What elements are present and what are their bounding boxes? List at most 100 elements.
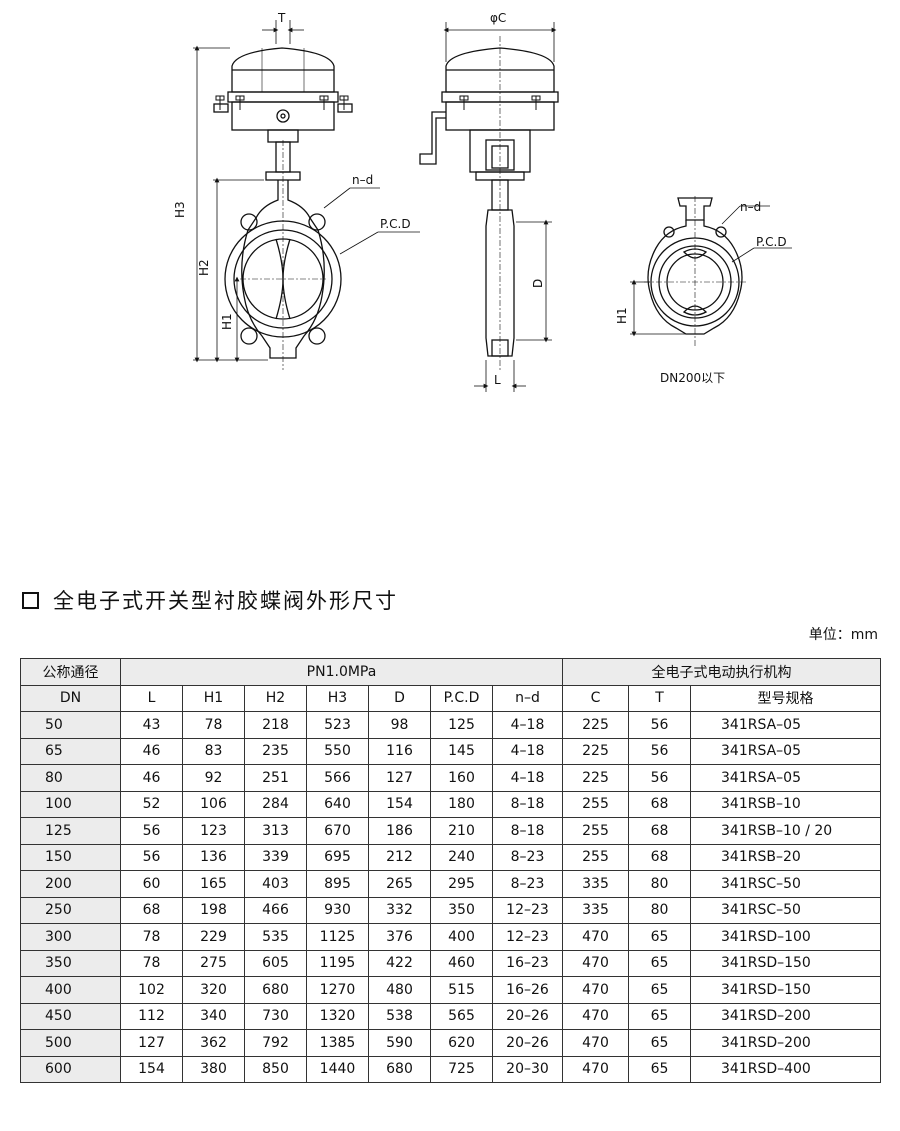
model-cell: 341RSA–05 xyxy=(690,737,881,765)
dn-cell: 125 xyxy=(20,817,121,845)
table-cell: 68 xyxy=(628,817,691,845)
column-header: C xyxy=(562,684,629,712)
table-cell: 210 xyxy=(430,817,493,845)
table-cell: 340 xyxy=(182,1002,245,1030)
dn-cell: 65 xyxy=(20,737,121,765)
side-view-drawing xyxy=(419,36,559,370)
table-cell: 380 xyxy=(182,1055,245,1083)
table-cell: 16–23 xyxy=(492,949,563,977)
table-cell: 160 xyxy=(430,764,493,792)
table-cell: 125 xyxy=(430,711,493,739)
dim-label-phi-c: φC xyxy=(490,11,506,25)
table-cell: 65 xyxy=(628,1029,691,1057)
model-cell: 341RSA–05 xyxy=(690,711,881,739)
table-cell: 46 xyxy=(120,737,183,765)
section-heading: 全电子式开关型衬胶蝶阀外形尺寸 xyxy=(22,585,398,615)
table-cell: 198 xyxy=(182,896,245,924)
table-cell: 68 xyxy=(628,843,691,871)
column-header: H2 xyxy=(244,684,307,712)
table-cell: 229 xyxy=(182,923,245,951)
table-cell: 460 xyxy=(430,949,493,977)
table-cell: 850 xyxy=(244,1055,307,1083)
header-nominal-diameter: 公称通径 xyxy=(20,658,121,686)
table-cell: 403 xyxy=(244,870,307,898)
table-cell: 60 xyxy=(120,870,183,898)
table-cell: 212 xyxy=(368,843,431,871)
table-cell: 313 xyxy=(244,817,307,845)
table-cell: 98 xyxy=(368,711,431,739)
table-cell: 695 xyxy=(306,843,369,871)
table-cell: 20–30 xyxy=(492,1055,563,1083)
table-cell: 680 xyxy=(244,976,307,1004)
table-cell: 284 xyxy=(244,790,307,818)
dim-label-h3: H3 xyxy=(173,201,187,218)
table-cell: 80 xyxy=(628,896,691,924)
table-header-row-2: DN L H1 H2 H3 D P.C.D n–d C T 型号规格 xyxy=(20,684,881,712)
table-cell: 1195 xyxy=(306,949,369,977)
table-cell: 56 xyxy=(628,737,691,765)
table-cell: 480 xyxy=(368,976,431,1004)
table-cell: 275 xyxy=(182,949,245,977)
table-cell: 116 xyxy=(368,737,431,765)
table-cell: 20–26 xyxy=(492,1002,563,1030)
front-view-drawing xyxy=(213,47,353,370)
table-cell: 565 xyxy=(430,1002,493,1030)
header-actuator: 全电子式电动执行机构 xyxy=(562,658,881,686)
table-cell: 605 xyxy=(244,949,307,977)
table-cell: 251 xyxy=(244,764,307,792)
dn-cell: 200 xyxy=(20,870,121,898)
table-cell: 1270 xyxy=(306,976,369,1004)
table-cell: 65 xyxy=(628,1002,691,1030)
table-cell: 895 xyxy=(306,870,369,898)
table-cell: 112 xyxy=(120,1002,183,1030)
table-cell: 295 xyxy=(430,870,493,898)
table-cell: 422 xyxy=(368,949,431,977)
table-cell: 127 xyxy=(368,764,431,792)
table-cell: 320 xyxy=(182,976,245,1004)
table-cell: 136 xyxy=(182,843,245,871)
table-cell: 792 xyxy=(244,1029,307,1057)
dn-cell: 350 xyxy=(20,949,121,977)
table-cell: 670 xyxy=(306,817,369,845)
dn-cell: 50 xyxy=(20,711,121,739)
table-cell: 68 xyxy=(120,896,183,924)
model-cell: 341RSB–10 xyxy=(690,790,881,818)
table-cell: 1440 xyxy=(306,1055,369,1083)
table-cell: 78 xyxy=(120,949,183,977)
dim-label-nd-small: n–d xyxy=(740,200,761,214)
table-cell: 335 xyxy=(562,896,629,924)
table-cell: 4–18 xyxy=(492,711,563,739)
table-cell: 68 xyxy=(628,790,691,818)
table-cell: 56 xyxy=(628,764,691,792)
table-cell: 265 xyxy=(368,870,431,898)
model-cell: 341RSD–150 xyxy=(690,949,881,977)
table-cell: 106 xyxy=(182,790,245,818)
table-cell: 470 xyxy=(562,1055,629,1083)
table-cell: 12–23 xyxy=(492,923,563,951)
dim-label-l: L xyxy=(494,373,501,387)
table-cell: 127 xyxy=(120,1029,183,1057)
table-cell: 590 xyxy=(368,1029,431,1057)
table-cell: 332 xyxy=(368,896,431,924)
model-cell: 341RSD–200 xyxy=(690,1002,881,1030)
table-cell: 620 xyxy=(430,1029,493,1057)
column-header: 型号规格 xyxy=(690,684,881,712)
table-cell: 180 xyxy=(430,790,493,818)
table-cell: 470 xyxy=(562,949,629,977)
table-cell: 8–23 xyxy=(492,843,563,871)
model-cell: 341RSD–400 xyxy=(690,1055,881,1083)
dn-cell: 250 xyxy=(20,896,121,924)
table-cell: 83 xyxy=(182,737,245,765)
model-cell: 341RSC–50 xyxy=(690,870,881,898)
table-cell: 78 xyxy=(120,923,183,951)
table-cell: 255 xyxy=(562,790,629,818)
table-cell: 680 xyxy=(368,1055,431,1083)
table-cell: 56 xyxy=(628,711,691,739)
dim-label-h2: H2 xyxy=(197,259,211,276)
